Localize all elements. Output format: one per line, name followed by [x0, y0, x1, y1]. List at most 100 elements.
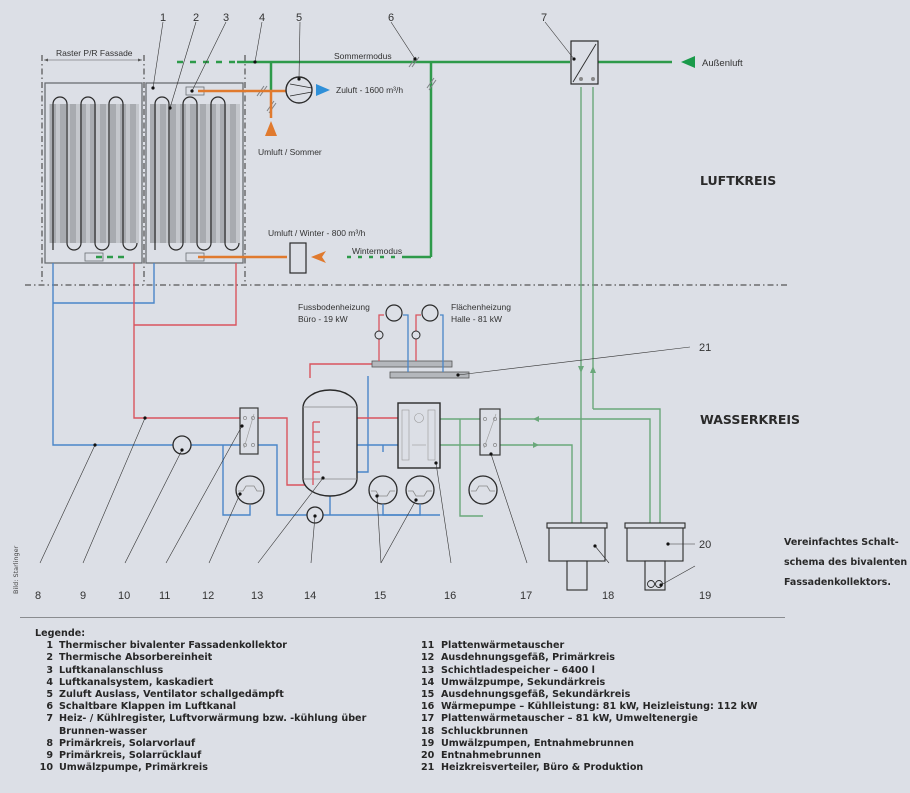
legend-item-text: Primärkreis, Solarrücklauf: [59, 750, 202, 762]
dimension-marker: Raster P/R Fassade: [44, 48, 142, 62]
legend-title: Legende:: [35, 628, 86, 639]
legend-item-text: Entnahmebrunnen: [441, 750, 542, 762]
winter-mode-label: Wintermodus: [352, 246, 402, 256]
summer-mode-label: Sommermodus: [334, 51, 392, 61]
legend-divider: [20, 617, 785, 618]
callout-5: 5: [296, 12, 302, 24]
legend-item-number: 3: [46, 664, 53, 676]
plate-heat-exchanger-primary: [239, 407, 259, 455]
legend-item-text: Wärmepumpe – Kühlleistung: 81 kW, Heizle…: [441, 701, 758, 713]
legend-item-number: 13: [421, 664, 435, 676]
legend-item-8: 8 Primärkreis, Solarvorlauf: [35, 738, 415, 750]
callout-20: 20: [699, 539, 711, 551]
primary-pump-icon: [172, 435, 192, 455]
callout-12: 12: [202, 590, 214, 602]
legend-item-number: 16: [421, 701, 435, 713]
legend-item-text: Ausdehnungsgefäß, Primärkreis: [441, 652, 616, 664]
legend-right-column: 11 Plattenwärmetauscher 12 Ausdehnungsgefäß…: [421, 628, 841, 774]
facade-grid-lines: [41, 55, 246, 285]
legend-item-number: 1: [46, 640, 53, 652]
expansion-vessel-well: [468, 475, 498, 505]
expansion-vessel-secondary-1: [368, 475, 398, 505]
legend-item-number: 17: [421, 713, 435, 725]
plate-heat-exchanger-well: [479, 408, 501, 456]
callout-10: 10: [118, 590, 130, 602]
flow-arrows: [533, 366, 596, 448]
callout-6: 6: [388, 12, 394, 24]
section-wasserkreis: WASSERKREIS: [700, 412, 800, 427]
callout-17: 17: [520, 590, 532, 602]
callout-13: 13: [251, 590, 263, 602]
legend-item-number: 14: [421, 676, 435, 688]
legend-item-text: Schichtladespeicher – 6400 l: [441, 664, 595, 676]
legend-item-number: 6: [46, 701, 53, 713]
legend-item-number: 20: [421, 750, 435, 762]
well-water-lines: [440, 87, 661, 590]
legend-item-text: Plattenwärmetauscher: [441, 640, 565, 652]
legend-item-number: 19: [421, 737, 435, 749]
legend-item-7: 7 Heiz- / Kühlregister, Luftvorwärmung bz…: [35, 713, 415, 737]
expansion-vessel-primary: [235, 475, 265, 505]
injection-well: [546, 522, 608, 591]
callout-4: 4: [259, 12, 265, 24]
legend-item-number: 7: [46, 713, 53, 725]
legend-item-text: Thermischer bivalenter Fassadenkollektor: [59, 640, 288, 652]
legend-item-number: 15: [421, 689, 435, 700]
callout-dots: [93, 57, 670, 587]
callout-15: 15: [374, 590, 386, 602]
legend-item-text: Thermische Absorbereinheit: [59, 652, 213, 664]
caption-line-3: Fassadenkollektors.: [784, 577, 891, 588]
legend-item-text: Primärkreis, Solarvorlauf: [59, 737, 196, 749]
supply-fan-icon: [285, 76, 313, 104]
recirculation-duct: [198, 89, 287, 259]
legend-item-1: 1 Thermischer bivalenter Fassadenkollekto…: [35, 640, 415, 652]
winter-recirc-filter: [289, 242, 307, 274]
legend-item-number: 11: [421, 640, 435, 652]
callout-16: 16: [444, 590, 456, 602]
legend-left-column: Legende: 1 Thermischer bivalenter Fassade…: [35, 628, 415, 774]
recirc-summer-label: Umluft / Sommer: [258, 147, 322, 157]
legend-item-text: Heizkreisverteiler, Büro & Produktion: [441, 762, 644, 774]
callout-11: 11: [159, 590, 170, 602]
callout-8: 8: [35, 590, 41, 602]
heating-cooling-register: [570, 40, 599, 85]
callout-19: 19: [699, 590, 711, 602]
callout-21: 21: [699, 342, 711, 354]
expansion-vessel-secondary-2: [405, 475, 435, 505]
legend-item-text: Heiz- / Kühlregister, Luftvorwärmung bzw…: [59, 713, 367, 737]
callout-3: 3: [223, 12, 229, 24]
legend-item-text: Umwälzpumpe, Sekundärkreis: [441, 676, 606, 688]
callout-9: 9: [80, 590, 86, 602]
supply-air-label: Zuluft - 1600 m³/h: [336, 85, 403, 95]
callout-2: 2: [193, 12, 199, 24]
outside-air-label: Außenluft: [702, 58, 743, 69]
primary-supply-pipes: [133, 263, 398, 486]
facade-collector-left: [44, 82, 143, 264]
caption-line-2: schema des bivalenten: [784, 557, 907, 568]
supply-air-arrow: [316, 84, 330, 96]
legend-item-number: 8: [46, 737, 53, 749]
area-heating-label-1: Flächenheizung: [451, 302, 511, 312]
legend-item-number: 4: [46, 676, 53, 688]
floor-heating-label-2: Büro - 19 kW: [298, 314, 348, 324]
dimension-label: Raster P/R Fassade: [56, 48, 133, 58]
legend-item-text: Schaltbare Klappen im Luftkanal: [59, 701, 237, 713]
callout-7: 7: [541, 12, 547, 24]
legend-item-number: 12: [421, 652, 435, 664]
recirc-winter-label: Umluft / Winter - 800 m³/h: [268, 228, 366, 238]
legend-item-13: 13 Schichtladespeicher – 6400 l: [421, 665, 841, 677]
legend-item-text: Zuluft Auslass, Ventilator schallgedämpf…: [59, 689, 284, 701]
callout-numbers: 1 2 3 4 5 6 7 8 9 10 11 12 13 14 15 16 1…: [35, 12, 711, 602]
legend-item-20: 20 Entnahmebrunnen: [421, 750, 841, 762]
recirc-summer-arrow: [265, 121, 277, 136]
floor-heating-label-1: Fussbodenheizung: [298, 302, 370, 312]
legend-item-text: Plattenwärmetauscher – 81 kW, Umweltener…: [441, 713, 698, 725]
legend-item-11: 11 Plattenwärmetauscher: [421, 640, 841, 652]
heat-pump: [397, 402, 441, 469]
